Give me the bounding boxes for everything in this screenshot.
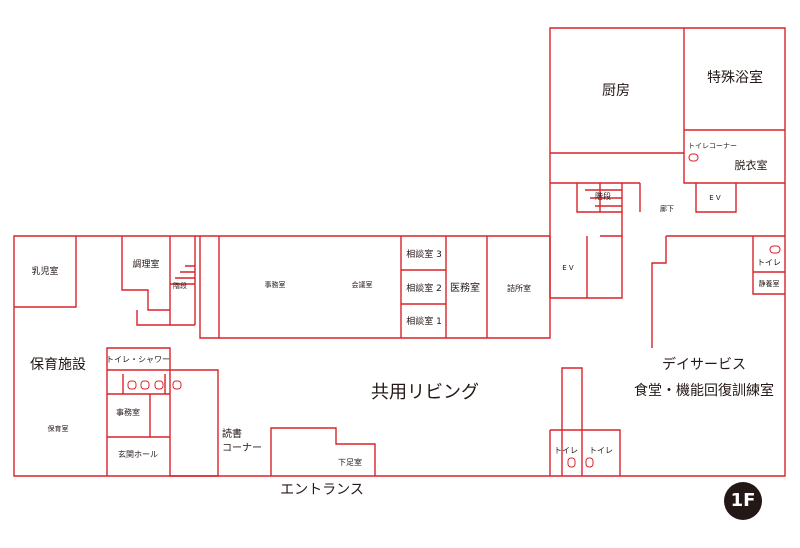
consult-rooms-wall: [401, 236, 488, 338]
label-waiting-room: 詰所室: [507, 283, 531, 293]
label-shared-living: 共用リビング: [371, 382, 479, 403]
kitchen-wall: [550, 28, 785, 184]
toilet-fixture-icon: [567, 457, 576, 468]
label-changing-room: 脱衣室: [735, 158, 768, 172]
stairs-top-wall: [550, 182, 640, 213]
label-entrance: エントランス: [280, 482, 364, 498]
toilet-right-wall: [752, 236, 785, 295]
label-toilet-bottom-1: トイレ: [554, 446, 578, 455]
label-stairs-top: 階段: [595, 191, 611, 201]
cooking-room-wall: [121, 236, 170, 311]
room-labels: 厨房 特殊浴室 トイレコーナー 脱衣室 階段 廊下 E V 乳児室 調理室 階段…: [30, 69, 781, 498]
floor-badge: 1F: [724, 482, 762, 520]
childcare-wall: [106, 347, 171, 476]
ev-mid-wall: [549, 236, 623, 299]
label-special-bath: 特殊浴室: [707, 69, 763, 86]
toilet-fixture-icon: [688, 153, 699, 162]
label-toilet-bottom-2: トイレ: [589, 446, 613, 455]
label-cooking-room: 調理室: [132, 258, 159, 270]
toilet-fixture-icon: [154, 380, 164, 390]
label-medical-room: 医務室: [450, 281, 480, 294]
label-kitchen: 厨房: [602, 83, 630, 99]
label-dining-rehab: 食堂・機能回復訓練室: [634, 382, 774, 399]
shoe-room-wall: [270, 427, 376, 476]
label-entrance-hall: 玄関ホール: [118, 449, 158, 459]
label-reading-2: コーナー: [222, 442, 262, 454]
label-ev-mid: E V: [562, 264, 574, 272]
label-corridor: 廊下: [660, 204, 674, 213]
toilet-fixture-icon: [127, 380, 137, 390]
label-office-small: 事務室: [116, 407, 140, 417]
building-walls: [13, 27, 786, 477]
label-toilet-shower: トイレ・シャワー: [106, 355, 170, 364]
label-toilet-corner: トイレコーナー: [688, 142, 737, 150]
label-shoe-room: 下足室: [338, 457, 362, 467]
toilet-shower-inner: [122, 374, 166, 394]
toilet-fixture-icon: [140, 380, 150, 390]
nursery-room-wall: [14, 236, 77, 308]
fixtures: [127, 153, 781, 468]
label-childcare-facility: 保育施設: [30, 357, 86, 373]
toilet-shower-wall: [169, 369, 219, 477]
label-consult-3: 相談室 3: [406, 248, 442, 260]
label-day-service: デイサービス: [662, 356, 746, 373]
label-childcare-room: 保育室: [48, 424, 69, 433]
label-ev-top: E V: [709, 194, 721, 202]
label-consult-2: 相談室 2: [406, 282, 442, 294]
label-stairs-left: 階段: [173, 281, 187, 290]
label-office-main: 事務室: [265, 280, 286, 289]
stairs-left-wall: [169, 236, 196, 325]
toilet-fixture-icon: [769, 245, 781, 254]
toilet-fixture-icon: [585, 457, 594, 468]
label-consult-1: 相談室 1: [406, 315, 442, 327]
toilet-fixture-icon: [172, 380, 182, 390]
label-quiet-room: 静養室: [759, 279, 780, 288]
ev-top-wall: [695, 183, 737, 213]
label-reading-1: 読書: [222, 427, 242, 440]
corridor-left-wall: [136, 236, 220, 339]
label-nursery-room: 乳児室: [31, 265, 58, 277]
day-service-wall: [549, 367, 621, 476]
label-meeting-room: 会議室: [352, 280, 373, 289]
label-toilet-right: トイレ: [757, 258, 781, 267]
